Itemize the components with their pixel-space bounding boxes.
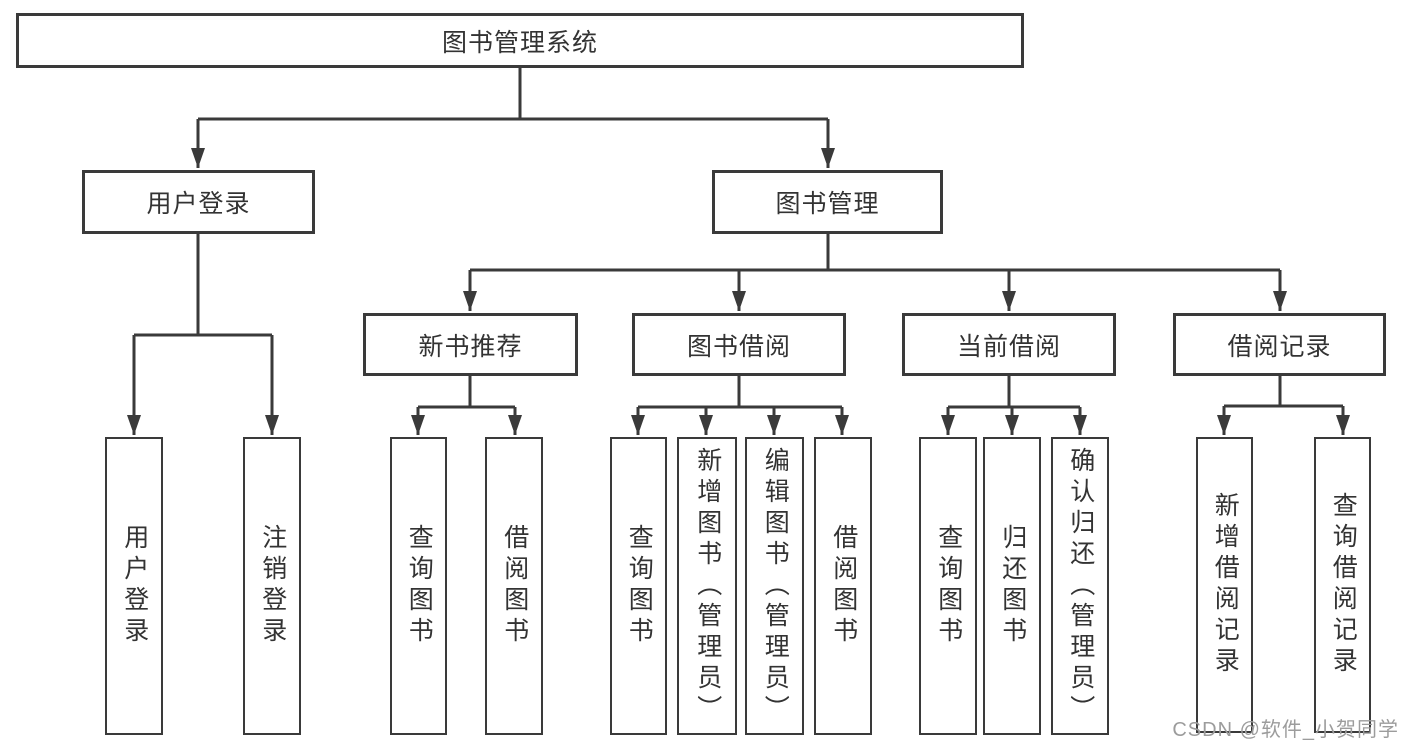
- connector-borrow-records-split: [1217, 376, 1350, 435]
- leaf-label: 借阅图书: [500, 524, 529, 648]
- leaf-label: 新增图书（管理员）: [693, 446, 722, 726]
- leaf-label: 查询借阅记录: [1329, 492, 1358, 678]
- leaf-query-books-borrow: 查询图书: [610, 437, 667, 735]
- leaf-label: 编辑图书（管理员）: [761, 446, 790, 726]
- node-book-borrowing: 图书借阅: [632, 313, 846, 376]
- leaf-label: 确认归还（管理员）: [1066, 446, 1095, 726]
- node-new-book-recommend: 新书推荐: [363, 313, 578, 376]
- leaf-label: 查询图书: [625, 524, 654, 648]
- leaf-label: 借阅图书: [829, 524, 858, 648]
- leaf-borrow-books: 借阅图书: [814, 437, 872, 735]
- leaf-label: 新增借阅记录: [1211, 492, 1240, 678]
- leaf-label: 注销登录: [258, 524, 287, 648]
- connector-current-borrow-split: [941, 376, 1087, 435]
- node-borrowing-records: 借阅记录: [1173, 313, 1386, 376]
- leaf-label: 归还图书: [998, 524, 1027, 648]
- leaf-add-book-admin: 新增图书（管理员）: [677, 437, 737, 735]
- node-label: 图书管理: [775, 190, 880, 218]
- node-library-management-system: 图书管理系统: [16, 13, 1024, 68]
- connector-root-split: [191, 68, 835, 168]
- leaf-label: 用户登录: [120, 524, 149, 648]
- leaf-borrow-books-recommend: 借阅图书: [485, 437, 543, 735]
- leaf-user-login: 用户登录: [105, 437, 163, 735]
- leaf-query-books-current: 查询图书: [919, 437, 977, 735]
- leaf-query-borrow-record: 查询借阅记录: [1314, 437, 1371, 733]
- connector-new-book-split: [411, 376, 522, 435]
- leaf-confirm-return-admin: 确认归还（管理员）: [1051, 437, 1109, 735]
- node-current-borrowing: 当前借阅: [902, 313, 1116, 376]
- node-book-management: 图书管理: [712, 170, 943, 234]
- connector-user-login-split: [127, 234, 279, 435]
- node-user-login: 用户登录: [82, 170, 315, 234]
- connector-book-management-split: [463, 234, 1287, 311]
- node-label: 图书管理系统: [441, 28, 598, 57]
- node-label: 借阅记录: [1227, 332, 1332, 361]
- leaf-label: 查询图书: [405, 524, 434, 648]
- leaf-add-borrow-record: 新增借阅记录: [1196, 437, 1253, 733]
- connector-book-borrow-split: [631, 376, 849, 435]
- csdn-watermark: CSDN @软件_小贺同学: [1172, 719, 1399, 741]
- node-label: 图书借阅: [686, 332, 791, 361]
- leaf-logout: 注销登录: [243, 437, 301, 735]
- leaf-return-books: 归还图书: [983, 437, 1041, 735]
- leaf-edit-book-admin: 编辑图书（管理员）: [745, 437, 804, 735]
- node-label: 新书推荐: [418, 332, 523, 361]
- node-label: 用户登录: [146, 190, 251, 218]
- node-label: 当前借阅: [956, 332, 1061, 361]
- leaf-query-books-recommend: 查询图书: [390, 437, 447, 735]
- leaf-label: 查询图书: [934, 524, 963, 648]
